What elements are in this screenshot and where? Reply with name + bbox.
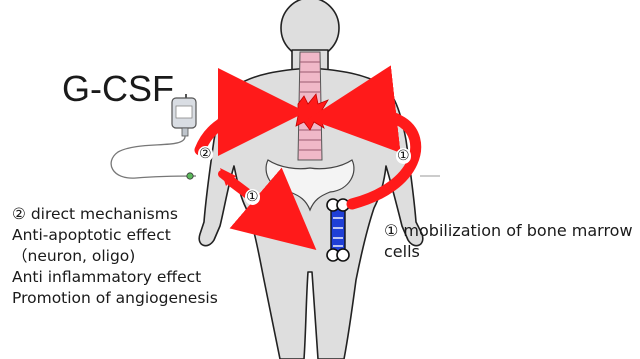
- marker-direct-upper: ②: [198, 146, 213, 162]
- marker-mobilization-lower-left: ①: [245, 189, 260, 205]
- marker-mobilization-right: ①: [396, 148, 411, 164]
- direct-mechanism-item: Anti-apoptotic effect: [12, 225, 218, 246]
- direct-mechanism-item: Anti inflammatory effect: [12, 267, 218, 288]
- direct-mechanisms-list: ② direct mechanisms Anti-apoptotic effec…: [12, 204, 218, 309]
- mobilization-label: ① mobilization of bone marrow cells: [384, 220, 633, 262]
- direct-mechanisms-heading: ② direct mechanisms: [12, 204, 218, 225]
- drug-label-gcsf: G-CSF: [62, 68, 174, 110]
- mobilization-line: cells: [384, 241, 633, 262]
- mobilization-line: ① mobilization of bone marrow: [384, 220, 633, 241]
- direct-mechanism-item: Promotion of angiogenesis: [12, 288, 218, 309]
- direct-mechanism-item: （neuron, oligo): [12, 246, 218, 267]
